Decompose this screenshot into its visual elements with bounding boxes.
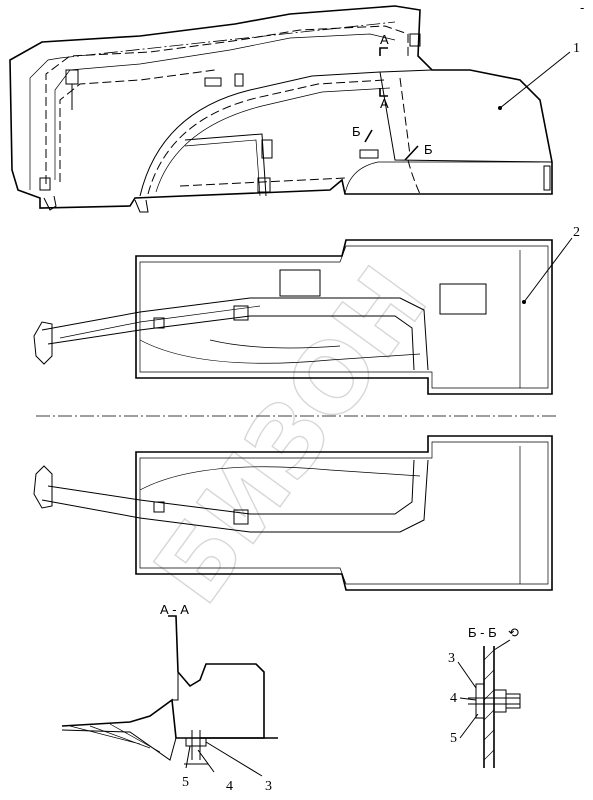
section-bb-callout-5: 5 <box>450 731 457 746</box>
callout-1: 1 <box>573 41 580 56</box>
section-aa-callout-5: 5 <box>182 775 189 790</box>
section-bb <box>457 639 521 768</box>
section-bb-title: Б - Б <box>468 625 497 640</box>
section-bb-callout-3: 3 <box>448 651 455 666</box>
section-mark-b-left: Б <box>352 124 361 139</box>
section-aa-title: А - А <box>160 602 189 617</box>
section-aa <box>61 615 278 777</box>
watermark: БИЗОН <box>133 247 449 623</box>
section-aa-callout-3: 3 <box>265 779 272 794</box>
side-view <box>9 5 571 213</box>
section-mark-a-top: А <box>380 32 389 47</box>
corner-mark: - <box>580 0 584 15</box>
section-mark-b-right: Б <box>424 142 433 157</box>
section-aa-callout-4: 4 <box>226 779 233 794</box>
top-view-lower <box>33 435 553 591</box>
callout-2: 2 <box>573 225 580 240</box>
top-view-upper <box>33 237 573 395</box>
section-mark-a-bottom: А <box>380 96 389 111</box>
rotate-icon: ⟲ <box>508 625 519 640</box>
section-bb-callout-4: 4 <box>450 691 457 706</box>
